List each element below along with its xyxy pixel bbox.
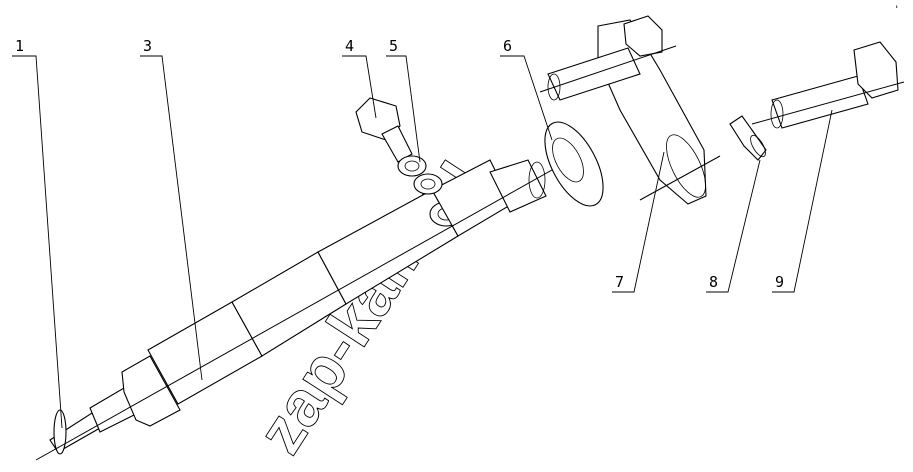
sealing-washer-1-hole	[404, 160, 420, 172]
leader-5	[386, 55, 421, 163]
top-fitting	[489, 159, 547, 213]
callout-9: 9	[775, 273, 784, 291]
leader-1	[12, 55, 63, 429]
callout-8: 8	[709, 273, 718, 291]
callout-4: 4	[345, 37, 354, 55]
callout-3: 3	[143, 37, 152, 55]
leader-9	[772, 109, 833, 293]
callout-7: 7	[615, 273, 624, 291]
leader-7	[612, 151, 665, 293]
nozzle-nut-hex	[121, 355, 181, 427]
inlet-bolt-shank	[381, 125, 413, 163]
bolt-shank	[771, 75, 869, 129]
leader-4	[342, 55, 377, 119]
injector-axis	[35, 151, 585, 461]
sealing-washer-1	[397, 155, 427, 177]
leader-6	[500, 55, 553, 141]
clamp-part-7	[539, 15, 721, 205]
corner-mark: ℹ	[896, 4, 898, 9]
inlet-bolt-head	[355, 97, 401, 141]
bolt-end	[770, 99, 784, 129]
clamp-axis-2	[639, 155, 721, 201]
leader-3	[140, 55, 203, 381]
callout-1: 1	[15, 37, 24, 55]
callout-5: 5	[389, 37, 398, 55]
top-fitting-end	[528, 161, 546, 199]
injector-assembly	[35, 97, 585, 461]
bolt-head	[853, 41, 899, 99]
nut-part-8	[729, 115, 767, 161]
clamp-eye	[666, 134, 706, 198]
clamp-axis	[539, 45, 677, 93]
bolt-part-9	[751, 41, 905, 129]
callout-6: 6	[503, 37, 512, 55]
clamp-bolt-head	[623, 15, 663, 57]
nozzle-washer	[53, 409, 67, 455]
sealing-washer-2	[413, 173, 443, 195]
clamp-bolt-end	[547, 73, 561, 101]
flat-washer-part-6	[544, 121, 604, 207]
callout-leaders	[12, 55, 833, 429]
bolt-axis	[751, 81, 905, 125]
callout-labels: 1 3 4 5 6 7 8 9	[15, 37, 784, 291]
sealing-washer-2-hole	[420, 178, 436, 190]
leader-8	[706, 159, 761, 293]
